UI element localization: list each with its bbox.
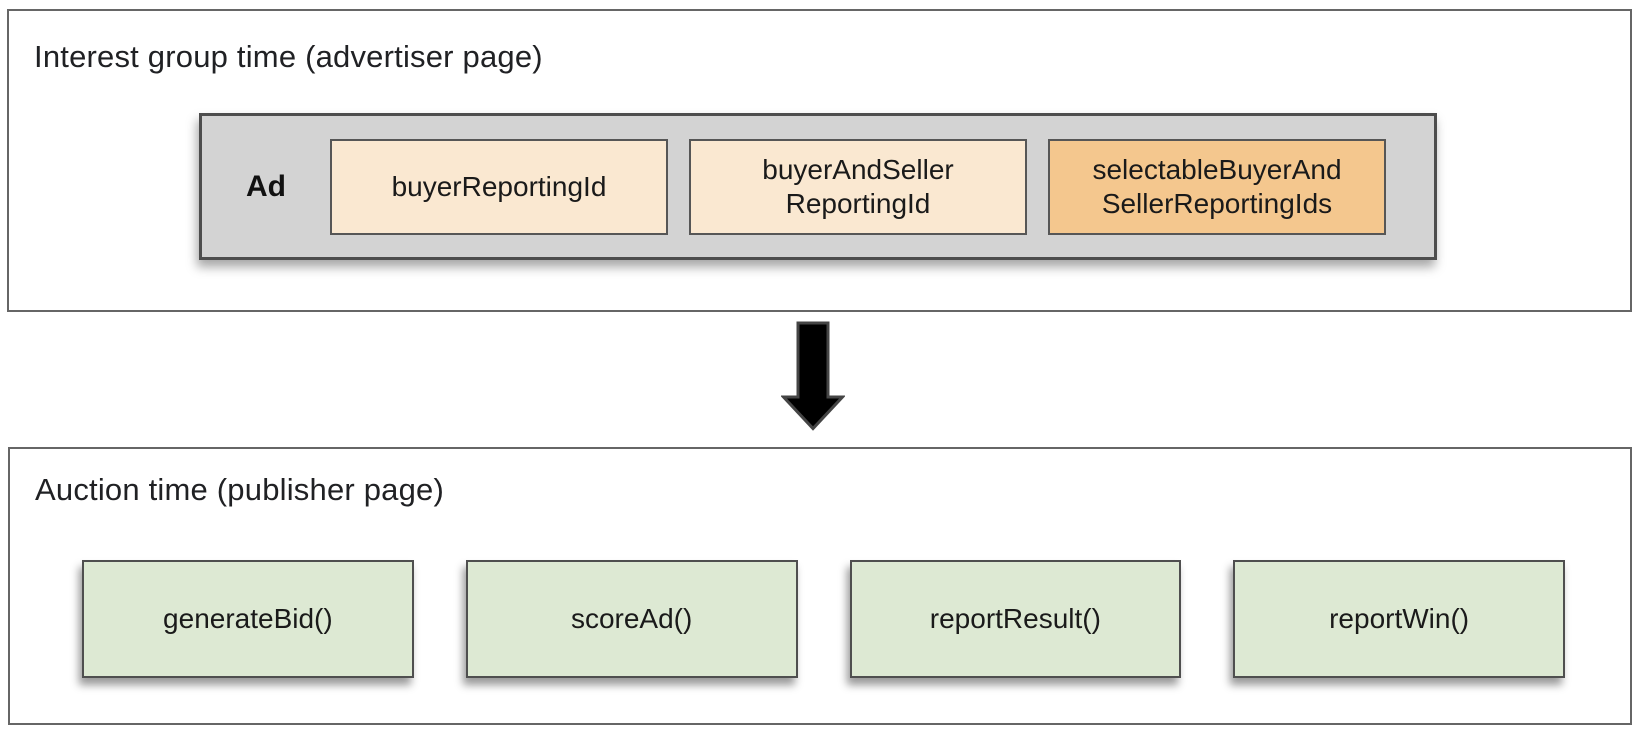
report-result-box: reportResult()	[849, 560, 1182, 678]
interest-group-title: Interest group time (advertiser page)	[34, 39, 543, 74]
selectable-buyer-and-seller-reporting-ids-box: selectableBuyerAnd SellerReportingIds	[1048, 138, 1386, 235]
buyer-reporting-id-box: buyerReportingId	[330, 138, 668, 235]
auction-panel: Auction time (publisher page) generateBi…	[8, 447, 1632, 725]
ad-label: Ad	[246, 169, 286, 203]
buyer-and-seller-reporting-id-box: buyerAndSeller ReportingId	[689, 138, 1027, 235]
auction-function-row: generateBid() scoreAd() reportResult() r…	[82, 560, 1565, 678]
report-win-box: reportWin()	[1233, 560, 1565, 678]
auction-title: Auction time (publisher page)	[35, 472, 445, 507]
generate-bid-box: generateBid()	[82, 560, 414, 678]
score-ad-box: scoreAd()	[465, 560, 798, 678]
down-arrow-icon	[781, 321, 845, 431]
ad-container: Ad buyerReportingId buyerAndSeller Repor…	[199, 113, 1437, 260]
interest-group-panel: Interest group time (advertiser page) Ad…	[7, 9, 1632, 312]
